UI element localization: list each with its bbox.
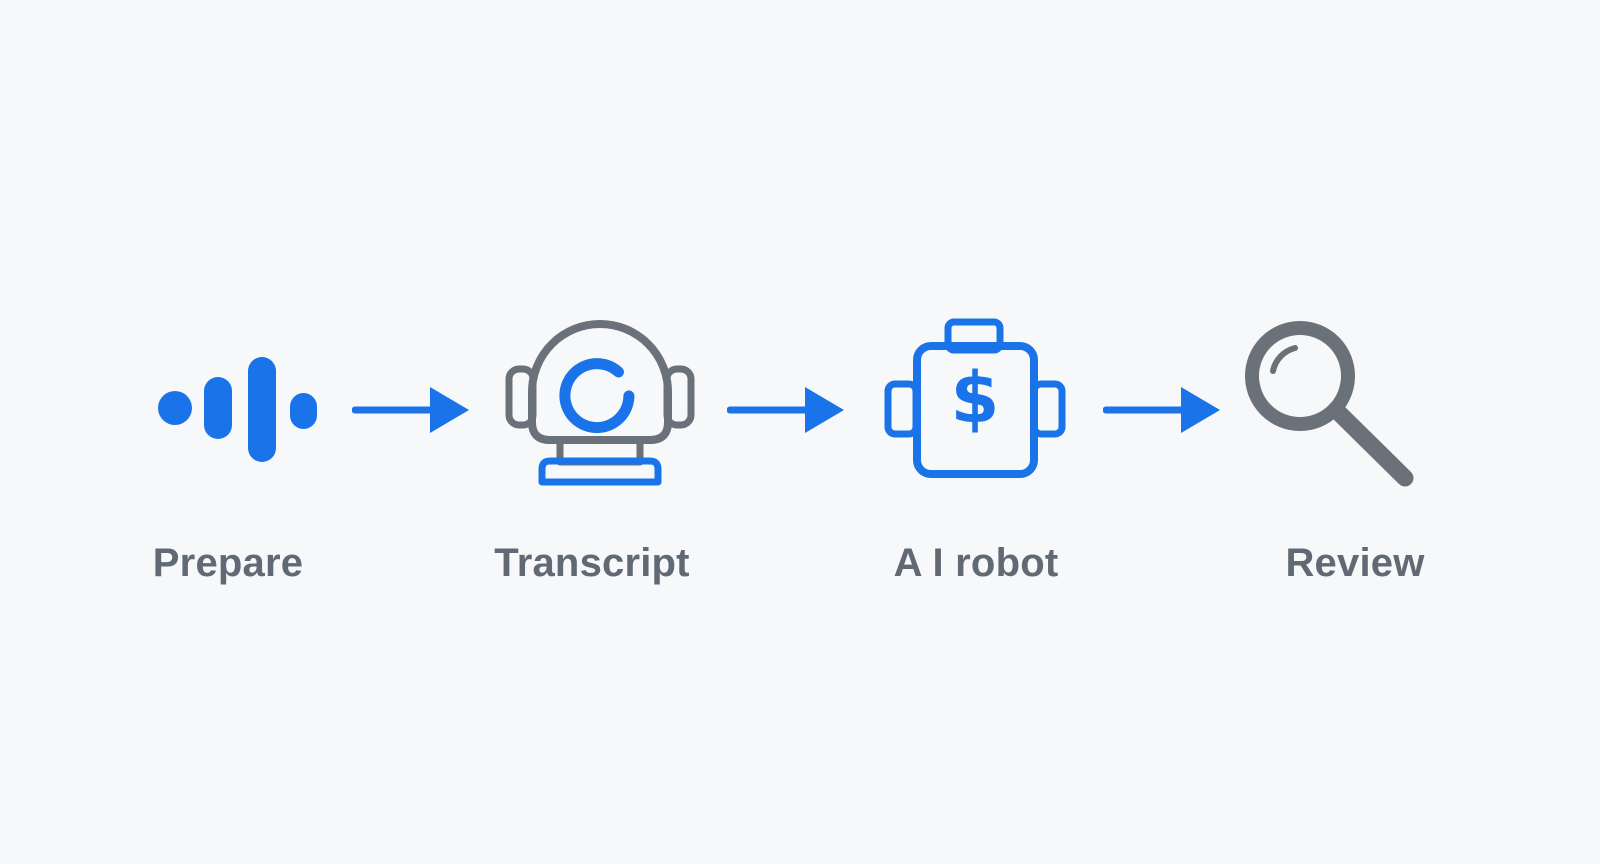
step-label-ai-robot: A I robot: [893, 541, 1059, 585]
step-label-transcript: Transcript: [494, 541, 690, 585]
dollar-sign-icon: $: [951, 357, 1000, 439]
step-label-prepare: Prepare: [152, 541, 304, 585]
audio-wave-icon: [158, 357, 317, 462]
step-label-review: Review: [1285, 541, 1425, 585]
arrow-right-icon: [1103, 387, 1220, 433]
magnifier-icon: [1245, 321, 1414, 487]
money-robot-icon: $: [884, 318, 1066, 478]
robot-head-icon: [505, 320, 695, 486]
arrow-right-icon: [352, 387, 469, 433]
arrow-right-icon: [727, 387, 844, 433]
